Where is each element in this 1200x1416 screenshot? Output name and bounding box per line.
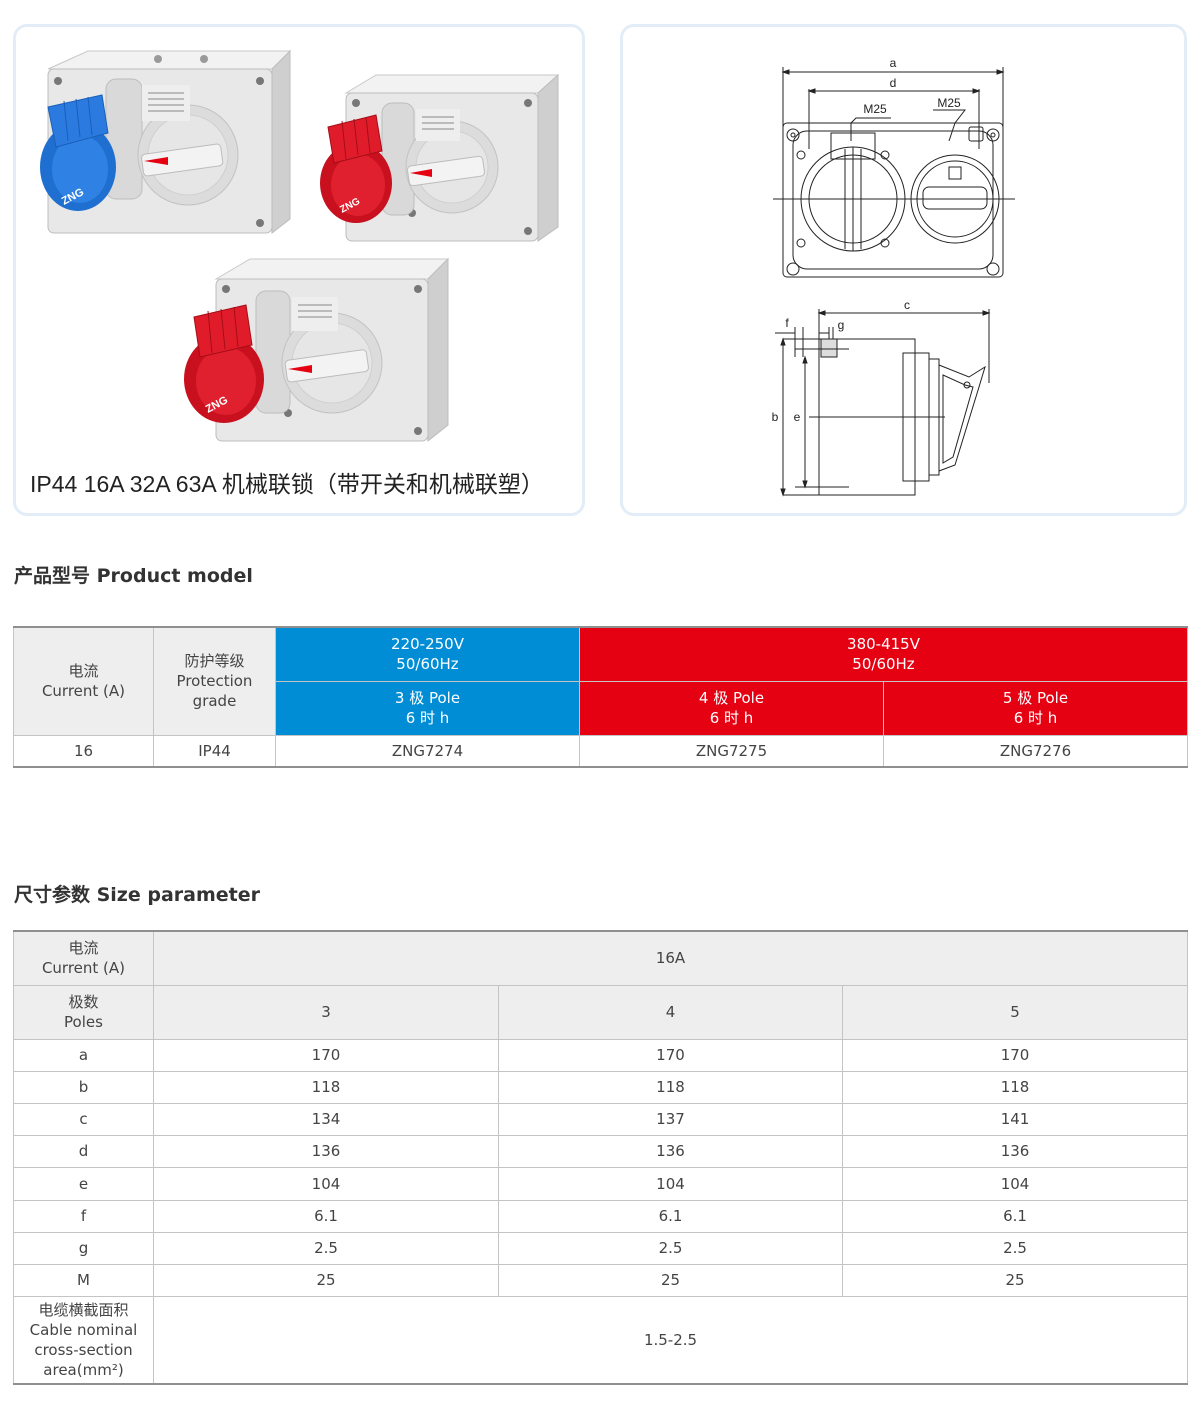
size-row-label: d xyxy=(13,1134,154,1168)
table-row: d 136 136 136 xyxy=(13,1134,1189,1168)
table-row: M 25 25 25 xyxy=(13,1263,1189,1297)
size-cell: 118 xyxy=(498,1070,843,1104)
size-row-label: g xyxy=(13,1231,154,1265)
size-row-label: e xyxy=(13,1166,154,1201)
size-pole-5: 5 xyxy=(841,984,1189,1040)
size-cell: 25 xyxy=(498,1263,843,1297)
model-header-voltage-380: 380-415V 50/60Hz xyxy=(579,626,1188,682)
model-number-5pole: ZNG7276 xyxy=(883,734,1188,768)
product-image-blue: ZNG xyxy=(40,49,292,235)
size-cell: 6.1 xyxy=(153,1199,499,1233)
size-cell: 170 xyxy=(153,1038,499,1072)
size-parameter-title: 尺寸参数 Size parameter xyxy=(14,884,261,906)
size-row-label: a xyxy=(13,1038,154,1072)
size-cell: 136 xyxy=(841,1134,1189,1168)
size-current-value: 16A xyxy=(152,930,1189,986)
model-protection-cell: IP44 xyxy=(153,734,276,768)
table-row: 16 IP44 ZNG7274 ZNG7275 ZNG7276 xyxy=(13,734,1188,768)
table-row: a 170 170 170 xyxy=(13,1038,1189,1072)
table-row: 电缆横截面积 Cable nominal cross-section area(… xyxy=(13,1295,1189,1385)
dim-label-g: g xyxy=(838,318,845,332)
product-image-red-bottom: ZNG xyxy=(184,257,450,443)
model-header-voltage-220: 220-250V 50/60Hz xyxy=(275,626,580,682)
size-cell: 25 xyxy=(153,1263,499,1297)
table-row: f 6.1 6.1 6.1 xyxy=(13,1199,1189,1233)
size-cell: 118 xyxy=(153,1070,499,1104)
size-cell: 141 xyxy=(841,1102,1189,1136)
size-row-label: M xyxy=(13,1263,154,1297)
size-cell: 136 xyxy=(498,1134,843,1168)
dim-label-d: d xyxy=(890,76,897,90)
size-pole-4: 4 xyxy=(498,984,843,1040)
size-pole-3: 3 xyxy=(153,984,499,1040)
product-model-title: 产品型号 Product model xyxy=(14,565,253,587)
product-image-red-top: ZNG xyxy=(320,73,560,242)
model-header-pole-4: 4 极 Pole 6 时 h xyxy=(579,680,884,736)
size-header-poles: 极数 Poles xyxy=(13,984,154,1040)
size-cell: 2.5 xyxy=(498,1231,843,1265)
model-current-cell: 16 xyxy=(13,734,154,768)
product-model-table: 电流 Current (A) 防护等级 Protection grade 220… xyxy=(13,626,1188,768)
product-photo-panel: ZNG ZNG xyxy=(13,24,585,516)
size-cell: 118 xyxy=(841,1070,1189,1104)
dim-label-e: e xyxy=(794,410,801,424)
model-number-3pole: ZNG7274 xyxy=(275,734,580,768)
dim-label-f: f xyxy=(785,316,789,330)
table-row: b 118 118 118 xyxy=(13,1070,1189,1104)
size-cell: 104 xyxy=(498,1166,843,1201)
model-header-current: 电流 Current (A) xyxy=(13,626,154,736)
size-header-current: 电流 Current (A) xyxy=(13,930,154,986)
dim-label-a: a xyxy=(890,56,897,70)
table-row: e 104 104 104 xyxy=(13,1166,1189,1201)
size-row-label: c xyxy=(13,1102,154,1136)
model-header-pole-5: 5 极 Pole 6 时 h xyxy=(883,680,1188,736)
size-cell: 6.1 xyxy=(841,1199,1189,1233)
size-header-cable: 电缆横截面积 Cable nominal cross-section area(… xyxy=(13,1295,154,1385)
size-row-label: f xyxy=(13,1199,154,1233)
size-cell: 170 xyxy=(841,1038,1189,1072)
dim-label-m25-right: M25 xyxy=(937,96,961,110)
dim-label-c: c xyxy=(904,298,910,312)
size-cell: 25 xyxy=(841,1263,1189,1297)
model-number-4pole: ZNG7275 xyxy=(579,734,884,768)
dim-label-m25-left: M25 xyxy=(863,102,887,116)
size-cell: 134 xyxy=(153,1102,499,1136)
photo-caption: IP44 16A 32A 63A 机械联锁（带开关和机械联塑） xyxy=(30,471,544,497)
dim-label-b: b xyxy=(772,410,779,424)
size-cable-value: 1.5-2.5 xyxy=(152,1295,1189,1385)
size-cell: 104 xyxy=(841,1166,1189,1201)
model-header-protection: 防护等级 Protection grade xyxy=(153,626,276,736)
model-header-pole-3: 3 极 Pole 6 时 h xyxy=(275,680,580,736)
size-row-label: b xyxy=(13,1070,154,1104)
size-cell: 2.5 xyxy=(153,1231,499,1265)
table-row: g 2.5 2.5 2.5 xyxy=(13,1231,1189,1265)
size-cell: 104 xyxy=(153,1166,499,1201)
size-cell: 2.5 xyxy=(841,1231,1189,1265)
table-row: c 134 137 141 xyxy=(13,1102,1189,1136)
size-cell: 136 xyxy=(153,1134,499,1168)
size-cell: 6.1 xyxy=(498,1199,843,1233)
dimension-drawing: a d M25 M25 c f g b e xyxy=(772,56,1015,497)
technical-drawing-panel: a d M25 M25 c f g b e xyxy=(620,24,1187,516)
size-cell: 170 xyxy=(498,1038,843,1072)
size-cell: 137 xyxy=(498,1102,843,1136)
size-parameter-table: 电流 Current (A) 16A 极数 Poles 3 4 5 a 170 … xyxy=(13,930,1189,1385)
